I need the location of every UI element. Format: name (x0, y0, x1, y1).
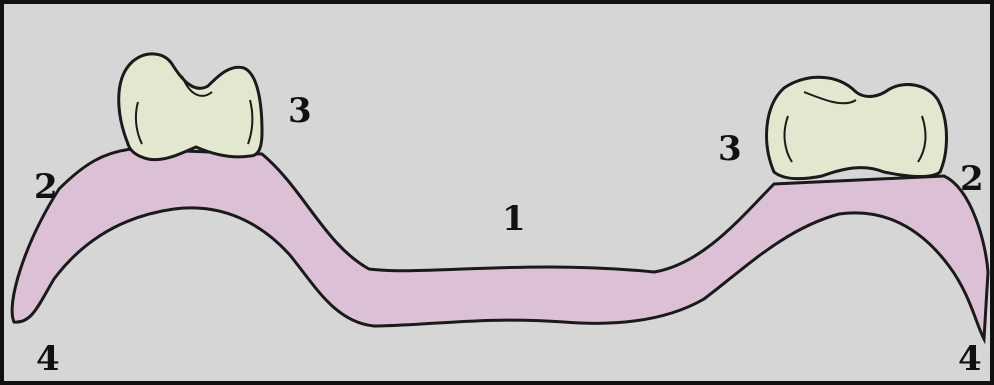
right-tooth-crown (767, 77, 947, 178)
label-left-tooth: 3 (288, 91, 312, 131)
label-right-flange: 2 (960, 159, 984, 199)
right-tooth (767, 77, 947, 178)
label-left-end: 4 (36, 339, 60, 379)
label-center: 1 (502, 199, 526, 239)
label-right-end: 4 (958, 339, 982, 379)
label-right-tooth: 3 (718, 129, 742, 169)
denture-diagram: 1 2 2 3 3 4 4 (4, 4, 990, 381)
label-left-flange: 2 (34, 167, 58, 207)
